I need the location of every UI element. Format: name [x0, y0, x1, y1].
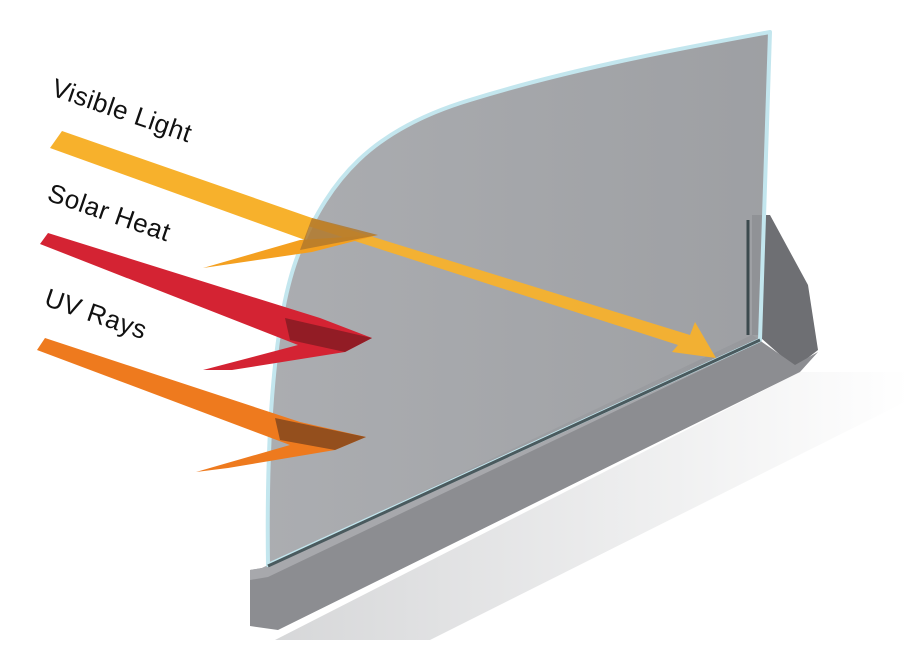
solar-heat-inside: [285, 318, 372, 352]
solar-heat-label: Solar Heat: [44, 177, 175, 247]
visible-light-arrow-inside: [305, 218, 716, 358]
uv-rays-label: UV Rays: [41, 282, 151, 345]
floor-shadow: [275, 372, 909, 640]
glass-edge: [265, 30, 772, 567]
visible-light-refraction: [300, 218, 378, 250]
glass-bottom-edge: [267, 338, 761, 568]
frame-front: [250, 335, 818, 630]
glass-pane: [267, 32, 770, 565]
solar-heat-arrow: [40, 233, 372, 370]
frame-side: [752, 215, 818, 368]
visible-light-arrow-outside: [50, 131, 312, 240]
uv-rays-inside: [275, 418, 366, 450]
